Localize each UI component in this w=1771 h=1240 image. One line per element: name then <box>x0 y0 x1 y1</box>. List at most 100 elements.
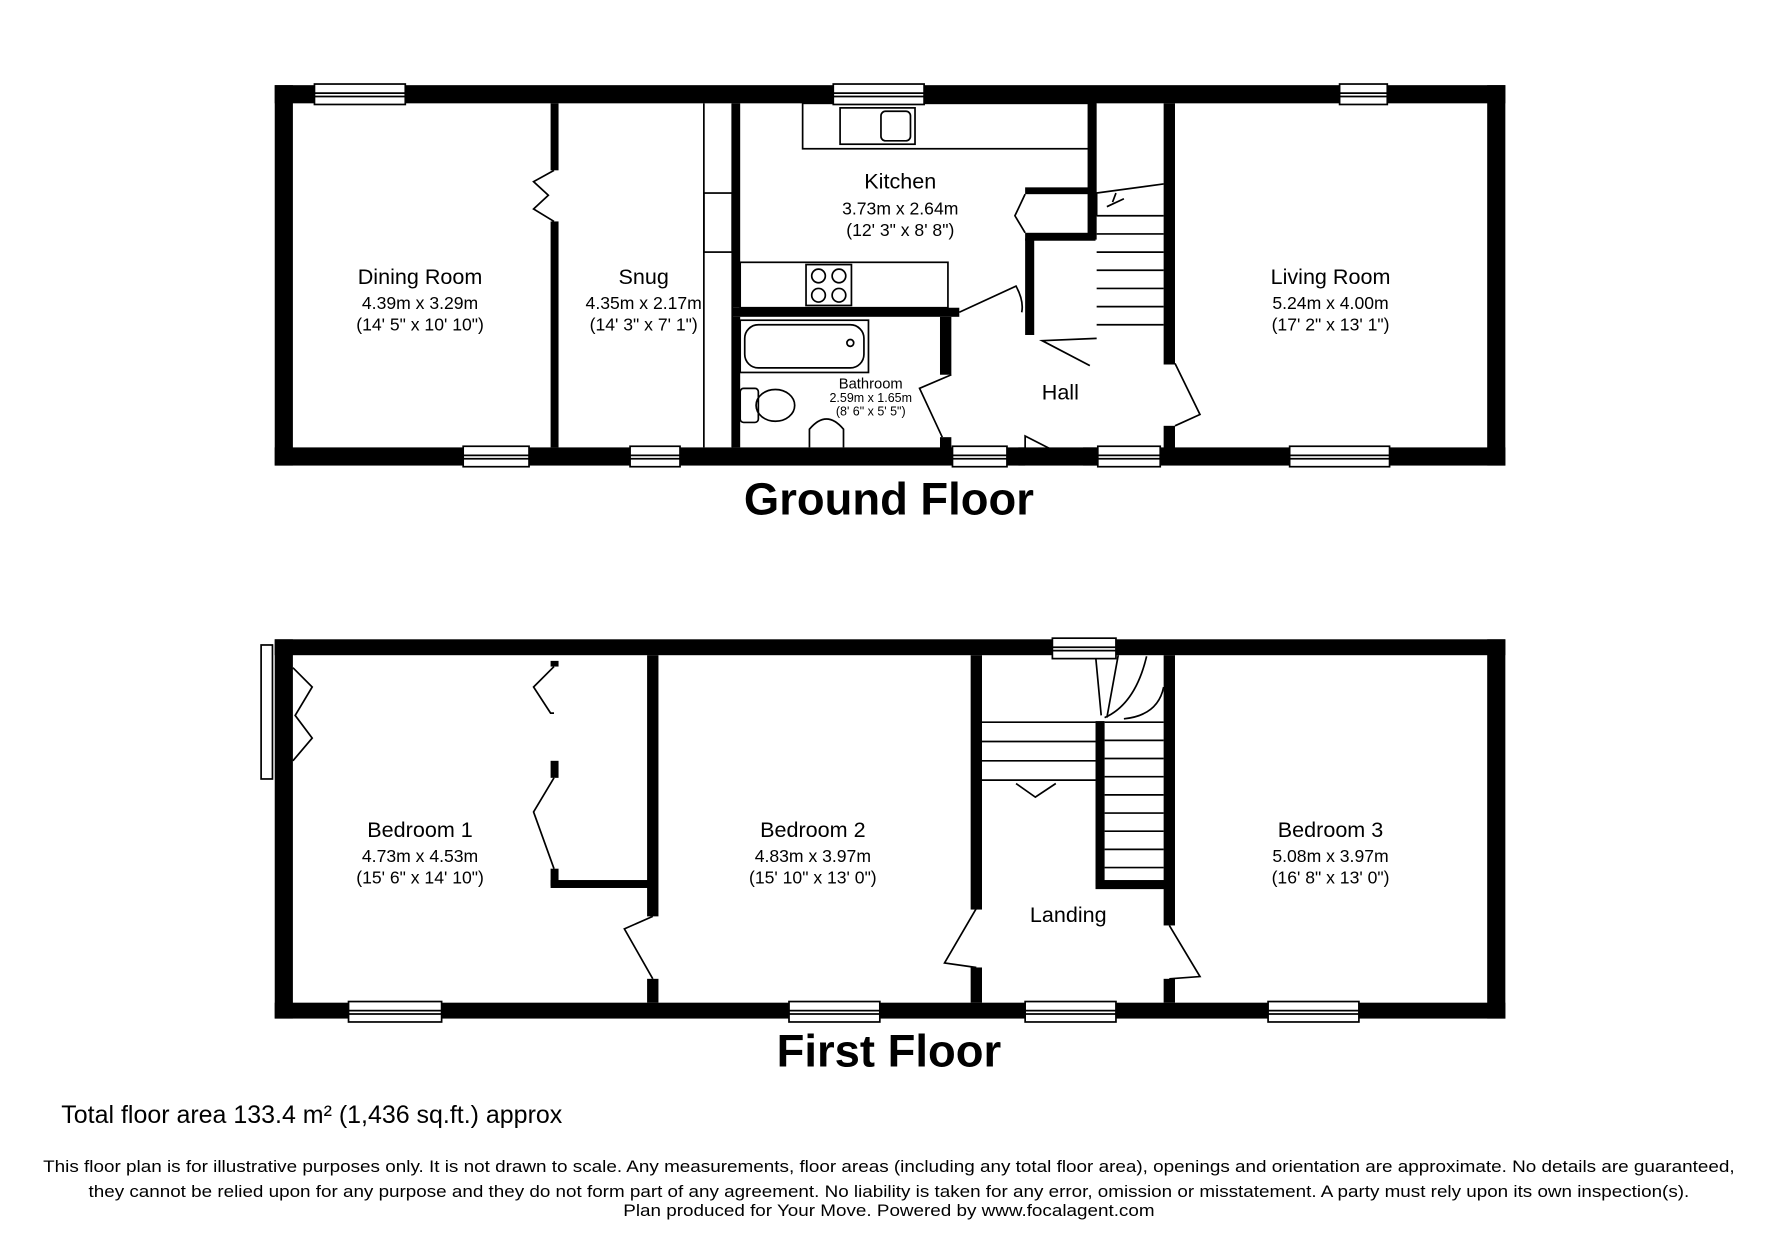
wall <box>274 639 1506 656</box>
floor-title: First Floor <box>777 1025 1001 1076</box>
room-dim-metric: 4.83m x 3.97m <box>755 846 871 866</box>
room-name: Hall <box>1042 380 1079 405</box>
window-icon <box>347 1000 443 1023</box>
stair-winder <box>1094 655 1165 720</box>
wall <box>550 760 559 778</box>
door-swing <box>1038 337 1097 367</box>
door-swing <box>1013 193 1026 234</box>
room-dim-metric: 4.73m x 4.53m <box>362 846 478 866</box>
wall <box>939 316 952 375</box>
staircase <box>981 183 1165 869</box>
door-swing <box>532 169 555 223</box>
snug-partition <box>703 103 734 448</box>
wall <box>1018 447 1026 466</box>
total-floor-area: Total floor area 133.4 m² (1,436 sq.ft.)… <box>61 1101 562 1129</box>
door-swing <box>532 777 555 869</box>
walls <box>274 85 1506 1019</box>
wall <box>274 447 1506 466</box>
window-icon <box>951 445 1008 468</box>
wall <box>1083 447 1097 466</box>
disclaimer: This floor plan is for illustrative purp… <box>43 1157 1735 1220</box>
wall <box>1095 721 1105 886</box>
room-dim-metric: 3.73m x 2.64m <box>842 199 958 219</box>
room-dim-imperial: (14' 5" x 10' 10") <box>356 314 484 334</box>
wall <box>1087 103 1097 240</box>
window-icon <box>1267 1000 1360 1023</box>
room-dim-metric: 4.35m x 2.17m <box>586 293 702 313</box>
wall <box>647 978 659 1003</box>
wall <box>1025 232 1096 241</box>
wall <box>1163 103 1175 365</box>
wall <box>732 307 960 317</box>
door-swing <box>958 285 1024 314</box>
wall <box>550 868 559 886</box>
wall <box>939 437 952 449</box>
door-swing <box>1168 925 1202 980</box>
wall <box>1487 639 1506 1019</box>
room-name: Kitchen <box>864 168 936 193</box>
wall <box>274 639 293 1019</box>
bathtub-icon <box>739 319 870 374</box>
basin-icon <box>808 418 845 448</box>
wall <box>1163 655 1175 926</box>
wall <box>732 103 741 308</box>
door-swing <box>918 373 952 438</box>
room-dim-imperial: (12' 3" x 8' 8") <box>846 220 954 240</box>
kitchen-counter-2 <box>739 261 949 309</box>
door-swing <box>943 907 978 969</box>
window-icon <box>629 445 681 468</box>
room-dim-metric: 5.24m x 4.00m <box>1272 293 1388 313</box>
window-icon <box>313 83 407 106</box>
window-icon <box>788 1000 881 1023</box>
disclaimer-line: This floor plan is for illustrative purp… <box>43 1157 1735 1176</box>
door-swing <box>1174 362 1202 427</box>
room-name: Bathroom <box>839 376 903 392</box>
floor-title: Ground Floor <box>744 473 1034 524</box>
room-dim-imperial: (8' 6" x 5' 5") <box>836 405 906 419</box>
window-icon <box>1096 445 1162 468</box>
wall <box>1025 187 1096 195</box>
room-name: Dining Room <box>358 264 483 289</box>
side-window-icon <box>260 644 274 780</box>
room-dim-imperial: (15' 10" x 13' 0") <box>749 867 877 887</box>
room-name: Landing <box>1030 902 1107 927</box>
door-swing <box>1024 434 1079 465</box>
wall <box>550 103 559 171</box>
window-icon <box>1024 1000 1117 1023</box>
room-dim-metric: 5.08m x 3.97m <box>1272 846 1388 866</box>
wall <box>274 1002 1506 1019</box>
stair-winder <box>1095 183 1164 216</box>
wall <box>550 660 559 667</box>
wall <box>1025 238 1035 335</box>
fixtures <box>260 83 1391 1023</box>
stair-arrow-icon <box>1106 192 1125 208</box>
room-dim-metric: 2.59m x 1.65m <box>830 391 912 405</box>
room-name: Bedroom 1 <box>367 817 472 842</box>
room-name: Snug <box>619 264 669 289</box>
wall <box>550 880 656 888</box>
door-swing <box>532 665 555 714</box>
window-icon <box>1051 637 1117 660</box>
room-dim-imperial: (15' 6" x 14' 10") <box>356 867 484 887</box>
toilet-icon <box>739 387 796 424</box>
credit-line: Plan produced for Your Move. Powered by … <box>623 1201 1154 1220</box>
doors[interactable] <box>292 169 1202 980</box>
room-dim-imperial: (14' 3" x 7' 1") <box>590 314 698 334</box>
door-swing <box>623 915 654 980</box>
window-icon <box>1338 83 1389 106</box>
room-dim-imperial: (16' 8" x 13' 0") <box>1272 867 1390 887</box>
room-dim-imperial: (17' 2" x 13' 1") <box>1272 314 1390 334</box>
room-name: Bedroom 2 <box>760 817 865 842</box>
wall <box>970 967 982 1003</box>
wall <box>1163 978 1175 1003</box>
kitchen-counter <box>801 102 1097 150</box>
windows <box>260 83 1391 1023</box>
wall <box>1095 880 1170 890</box>
first-floor-labels: Bedroom 1 4.73m x 4.53m (15' 6" x 14' 10… <box>356 817 1389 1076</box>
wall <box>550 221 559 448</box>
window-icon <box>1288 445 1391 468</box>
wall <box>1487 85 1506 466</box>
disclaimer-line: they cannot be relied upon for any purpo… <box>89 1182 1690 1201</box>
stair-arrow-icon <box>1015 782 1057 799</box>
